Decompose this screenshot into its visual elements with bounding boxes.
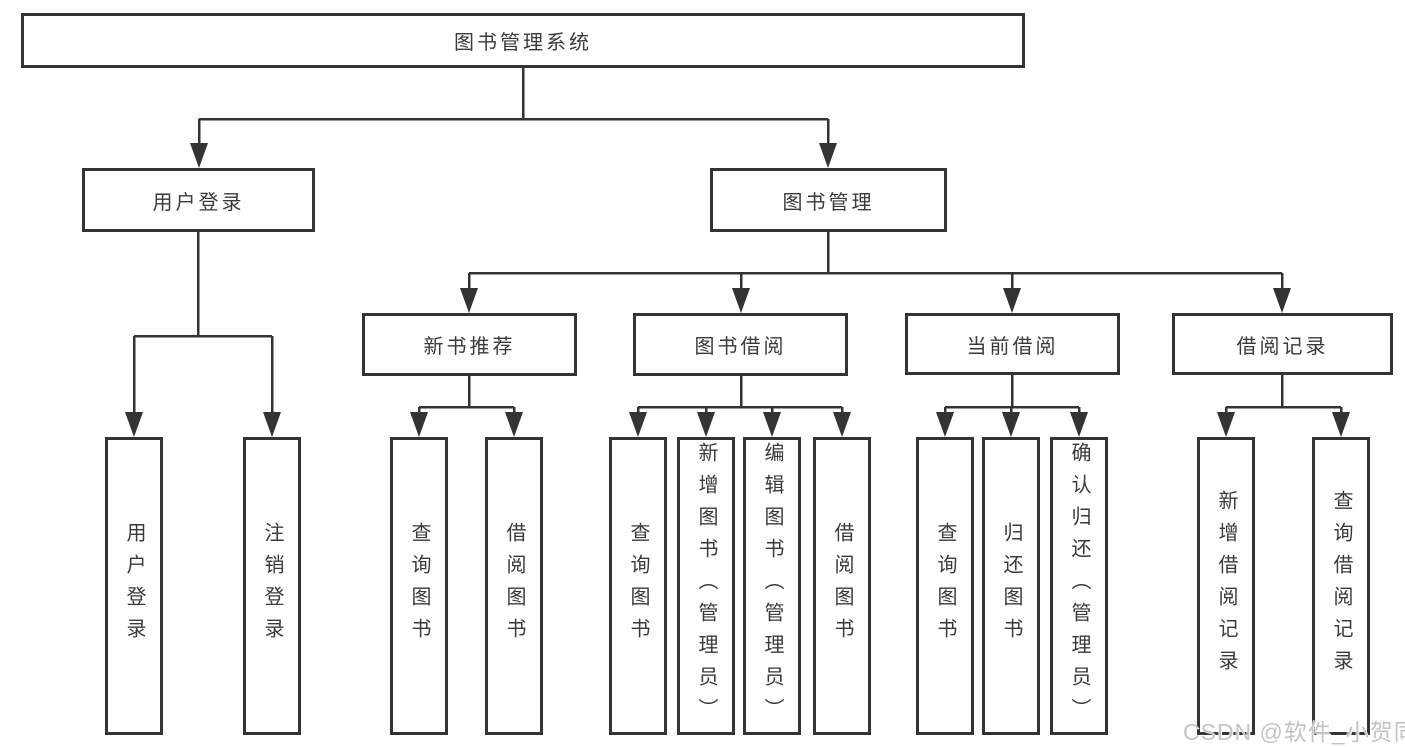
arrowhead (763, 412, 781, 437)
leaf-records-add-borrow-record: 新增借阅记录 (1197, 437, 1255, 735)
leaf-user-login: 用户登录 (105, 437, 163, 735)
arrowhead (833, 412, 851, 437)
arrowhead (1003, 288, 1021, 313)
arrowhead (1273, 288, 1291, 313)
leaf-logout: 注销登录 (243, 437, 301, 735)
arrowhead (697, 412, 715, 437)
arrowhead (629, 412, 647, 437)
connector-line (636, 376, 844, 418)
leaf-label: 查询图书 (408, 522, 430, 650)
leaf-label: 编辑图书（管理员） (761, 442, 783, 730)
arrowhead (410, 412, 428, 437)
leaf-label: 借阅图书 (503, 522, 525, 650)
connector-line (1224, 375, 1343, 418)
leaf-records-query-borrow-record: 查询借阅记录 (1312, 437, 1370, 735)
leaf-borrowing-query-books: 查询图书 (609, 437, 667, 735)
connector-line (467, 232, 1284, 291)
node-new-book-recommend: 新书推荐 (362, 313, 577, 376)
leaf-label: 查询图书 (934, 522, 956, 650)
arrowhead (190, 143, 208, 168)
leaf-label: 注销登录 (261, 522, 283, 650)
connector-line (197, 68, 830, 146)
leaf-label: 查询图书 (627, 522, 649, 650)
node-book-borrowing: 图书借阅 (633, 313, 848, 376)
arrowhead (1070, 412, 1088, 437)
arrowhead (732, 288, 750, 313)
leaf-current-confirm-return-admin: 确认归还（管理员） (1050, 437, 1108, 735)
connector-user-login-children (132, 232, 274, 415)
arrowhead (460, 288, 478, 313)
leaf-current-return-books: 归还图书 (982, 437, 1040, 735)
watermark: CSDN @软件_小贺同学 (1183, 719, 1405, 745)
leaf-label: 新增借阅记录 (1215, 490, 1237, 682)
leaf-label: 查询借阅记录 (1330, 490, 1352, 682)
connector-line (943, 375, 1081, 418)
leaf-label: 归还图书 (1000, 522, 1022, 650)
connector-borrowing-records-children (1224, 375, 1343, 418)
arrowhead (263, 412, 281, 437)
leaf-borrowing-borrow-books: 借阅图书 (813, 437, 871, 735)
connector-new-book-children (417, 376, 516, 418)
leaf-label: 用户登录 (123, 522, 145, 650)
arrowhead (1002, 412, 1020, 437)
arrowhead (819, 143, 837, 168)
arrowhead (1332, 412, 1350, 437)
node-library-system: 图书管理系统 (21, 13, 1025, 68)
connector-book-management-children (467, 232, 1284, 291)
arrowhead (1217, 412, 1235, 437)
connector-line (417, 376, 516, 418)
connector-root-to-level2 (197, 68, 830, 146)
leaf-borrowing-edit-books-admin: 编辑图书（管理员） (743, 437, 801, 735)
leaf-current-query-books: 查询图书 (916, 437, 974, 735)
arrowhead (936, 412, 954, 437)
node-current-borrowing: 当前借阅 (905, 313, 1120, 375)
node-borrowing-records: 借阅记录 (1172, 313, 1393, 375)
arrowhead (125, 412, 143, 437)
leaf-new-book-borrow-books: 借阅图书 (485, 437, 543, 735)
node-book-management: 图书管理 (710, 168, 947, 232)
node-user-login: 用户登录 (82, 168, 315, 232)
connector-current-borrowing-children (943, 375, 1081, 418)
leaf-label: 确认归还（管理员） (1068, 442, 1090, 730)
arrowhead (505, 412, 523, 437)
leaf-label: 新增图书（管理员） (695, 442, 717, 730)
connector-book-borrowing-children (636, 376, 844, 418)
leaf-label: 借阅图书 (831, 522, 853, 650)
leaf-borrowing-add-books-admin: 新增图书（管理员） (677, 437, 735, 735)
connector-line (132, 232, 274, 415)
leaf-new-book-query-books: 查询图书 (390, 437, 448, 735)
